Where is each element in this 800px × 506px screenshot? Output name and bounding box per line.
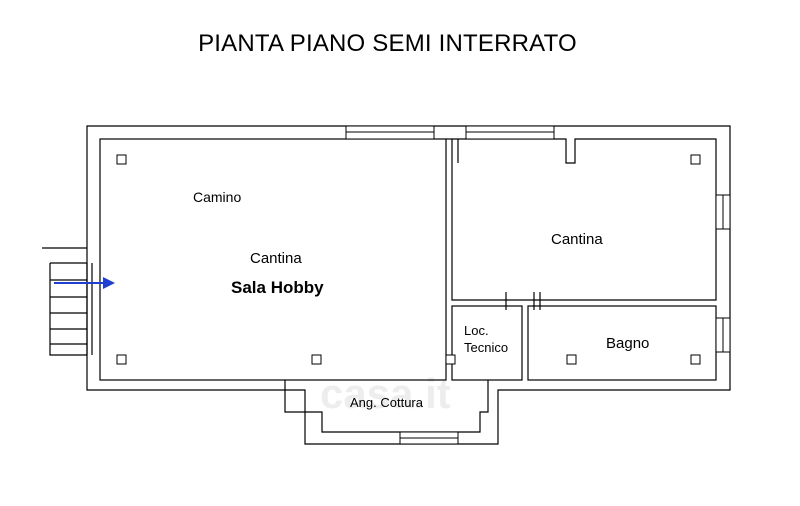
pillar	[690, 354, 701, 365]
watermark: casa.it	[320, 370, 451, 417]
pillar	[116, 154, 127, 165]
pillar	[690, 154, 701, 165]
label-loc-tecnico-2: Tecnico	[464, 340, 509, 355]
entrance-arrow	[54, 277, 115, 289]
loc-tecnico-wall	[451, 305, 523, 381]
pillar	[311, 354, 322, 365]
pillar	[116, 354, 127, 365]
cantina-right-wall	[451, 138, 717, 301]
label-bagno: Bagno	[606, 335, 650, 352]
plan-title: PIANTA PIANO SEMI INTERRATO	[198, 30, 577, 57]
label-cantina-right: Cantina	[551, 231, 603, 248]
label-ang-cottura: Ang. Cottura	[350, 395, 423, 410]
label-sala-hobby: Sala Hobby	[231, 278, 324, 297]
sala-hobby-wall	[99, 138, 447, 381]
label-cantina-left: Cantina	[250, 250, 302, 267]
label-camino: Camino	[193, 189, 242, 205]
entrance-steps	[42, 247, 87, 356]
label-loc-tecnico-1: Loc.	[464, 323, 489, 338]
pillar	[445, 354, 456, 365]
pillar	[566, 354, 577, 365]
